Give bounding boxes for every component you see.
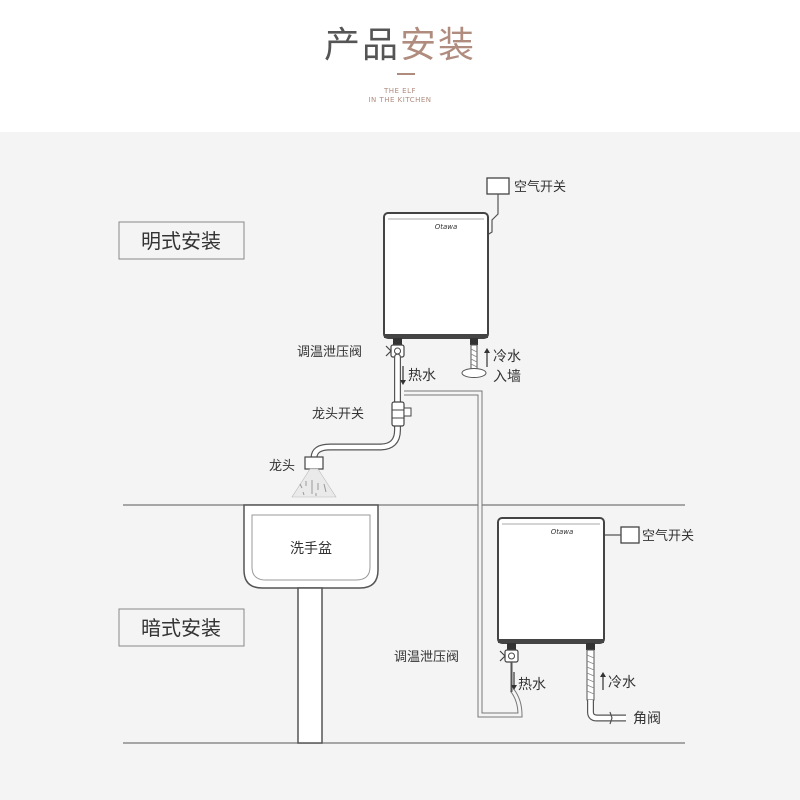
faucet-icon [304, 456, 324, 470]
exposed-cold-connector [470, 338, 478, 345]
concealed-heater-logo: Otawa [551, 528, 574, 536]
exposed-hot-connector [393, 338, 402, 345]
concealed-cold-connector [586, 643, 595, 650]
faucet-switch-label: 龙头开关 [312, 407, 364, 422]
wash-basin: 洗手盆 [243, 504, 379, 744]
angle-valve-icon [609, 711, 613, 725]
concealed-cold-up-arrow-icon [600, 672, 606, 677]
exposed-heater-logo: Otawa [435, 223, 458, 231]
concealed-hot-water-label: 热水 [518, 677, 546, 693]
concealed-air-switch-label: 空气开关 [642, 528, 694, 544]
title-underline [397, 73, 415, 75]
concealed-cold-water-label: 冷水 [608, 675, 636, 691]
exposed-water-heater: Otawa [383, 212, 489, 339]
concealed-temp-valve-icon [504, 649, 519, 663]
air-switch-cable [483, 194, 499, 238]
angle-valve-pipe [587, 700, 626, 722]
header: 产品安装 THE ELF IN THE KITCHEN [0, 0, 800, 132]
faucet-label: 龙头 [269, 459, 295, 474]
concealed-section-label-box: 暗式安装 [118, 608, 245, 647]
exposed-hot-water-label: 热水 [408, 368, 436, 384]
hot-down-arrow-icon [400, 380, 406, 385]
basin-label: 洗手盆 [290, 541, 332, 557]
concealed-section-label: 暗式安装 [141, 616, 221, 640]
angle-valve-label: 角阀 [633, 711, 661, 727]
cold-up-arrow-icon [484, 348, 490, 353]
concealed-hot-connector [507, 643, 516, 650]
water-spray-icon [291, 468, 337, 498]
subtitle-line2: IN THE KITCHEN [368, 96, 432, 104]
exposed-section-label-box: 明式安装 [118, 221, 245, 260]
concealed-water-heater: Otawa [497, 517, 605, 644]
wall-inlet-icon [461, 368, 487, 378]
faucet-switch-icon [391, 401, 405, 427]
concealed-temp-valve-label: 调温泄压阀 [394, 650, 459, 665]
exposed-temp-valve-label: 调温泄压阀 [297, 345, 362, 360]
concealed-hot-down-arrow-icon [511, 685, 517, 690]
exposed-air-switch-label: 空气开关 [514, 179, 566, 195]
air-switch-icon [486, 177, 510, 195]
subtitle-line1: THE ELF [383, 87, 417, 95]
page-title: 产品安装 [0, 16, 800, 68]
exposed-section-label: 明式安装 [141, 229, 221, 253]
title-part2: 安装 [400, 25, 477, 66]
concealed-air-switch-icon [620, 526, 640, 544]
exposed-cold-water-label: 冷水 [493, 349, 521, 365]
exposed-into-wall-label: 入墙 [493, 369, 521, 385]
title-part1: 产品 [323, 25, 400, 66]
